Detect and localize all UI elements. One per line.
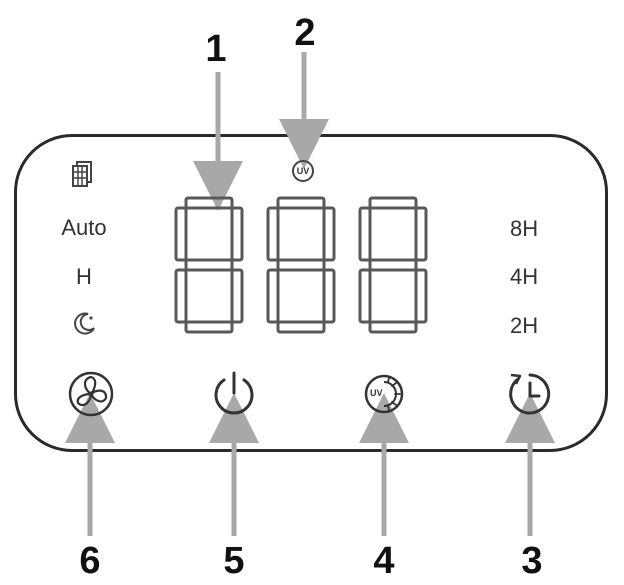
callout-2: 2 [294, 12, 316, 54]
fan-icon[interactable] [64, 367, 118, 421]
digit-3-segment-f [358, 206, 372, 262]
timer-8h-indicator: 8H [510, 216, 539, 241]
timer-2h-indicator: 2H [510, 313, 539, 338]
digit-3-segment-d [368, 320, 418, 334]
digit-1-segment-a [184, 196, 234, 210]
digit-3-segment-b [414, 206, 428, 262]
uv-light-icon[interactable]: UV [358, 368, 410, 420]
digit-2-segment-c [322, 268, 336, 324]
callout-3: 3 [521, 540, 543, 582]
moon-sleep-icon [74, 312, 95, 335]
high-speed-indicator: H [76, 264, 92, 289]
digit-3-segment-c [414, 268, 428, 324]
digit-1-segment-d [184, 320, 234, 334]
digit-2-segment-a [276, 196, 326, 210]
digit-2-segment-b [322, 206, 336, 262]
callout-4: 4 [373, 540, 395, 582]
uv-indicator: UV [292, 160, 314, 182]
callout-5: 5 [223, 540, 245, 582]
digit-1-segment-b [230, 206, 244, 262]
digit-2-segment-g [276, 258, 326, 272]
digit-3-segment-a [368, 196, 418, 210]
timer-4h-indicator: 4H [510, 264, 539, 289]
uv-indicator-label: UV [296, 166, 310, 176]
digit-1-segment-c [230, 268, 244, 324]
digit-2-segment-f [266, 206, 280, 262]
digit-3-segment-e [358, 268, 372, 324]
filter-icon [72, 161, 92, 187]
digit-1-segment-f [174, 206, 188, 262]
digit-1-segment-e [174, 268, 188, 324]
power-icon[interactable] [206, 366, 262, 422]
uv-button-label: UV [370, 388, 383, 398]
digit-3-segment-g [368, 258, 418, 272]
digit-2-segment-e [266, 268, 280, 324]
callout-1: 1 [205, 28, 227, 70]
callout-6: 6 [79, 540, 101, 582]
digit-2-segment-d [276, 320, 326, 334]
auto-mode-indicator: Auto [61, 215, 107, 240]
digit-1-segment-g [184, 258, 234, 272]
timer-icon[interactable] [502, 366, 558, 422]
